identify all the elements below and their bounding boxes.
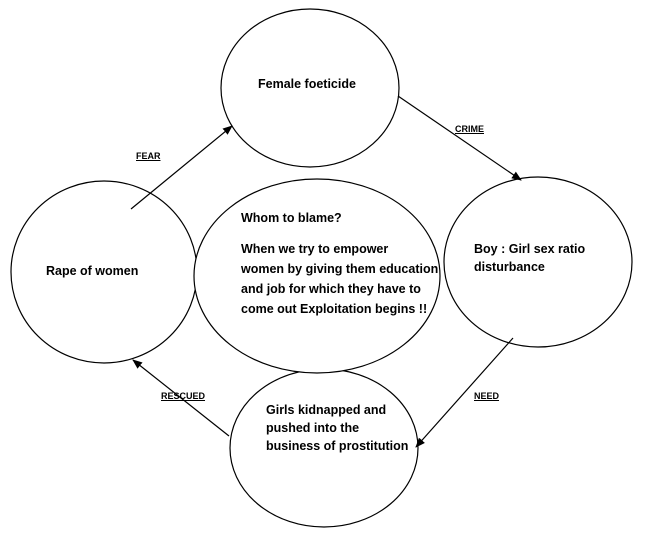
- center-line-1: When we try to empower: [241, 242, 389, 256]
- foeticide-label: Female foeticide: [258, 77, 356, 91]
- center-line-3: and job for which they have to: [241, 282, 421, 296]
- node-whom-to-blame: [193, 178, 441, 374]
- sex-ratio-line-1: Boy : Girl sex ratio: [474, 242, 586, 256]
- sex-ratio-label: Boy : Girl sex ratio disturbance: [474, 240, 585, 276]
- edge-label-rescued: RESCUED: [161, 391, 206, 401]
- rape-label: Rape of women: [46, 264, 139, 278]
- center-title: Whom to blame?: [241, 211, 342, 225]
- edge-label-need: NEED: [474, 391, 500, 401]
- edge-label-fear: FEAR: [136, 151, 161, 161]
- sex-ratio-line-2: disturbance: [474, 260, 545, 274]
- edge-label-crime: CRIME: [455, 124, 484, 134]
- edge-crime-arrow: [397, 95, 522, 181]
- kidnapped-label: Girls kidnapped and pushed into the busi…: [266, 401, 408, 455]
- kidnapped-line-3: business of prostitution: [266, 439, 409, 453]
- edge-need-arrow: [415, 337, 514, 448]
- edge-fear-arrow: [130, 125, 233, 210]
- center-line-4: come out Exploitation begins !!: [241, 302, 428, 316]
- center-line-2: women by giving them education: [241, 262, 439, 276]
- edge-rescued-arrow: [132, 359, 230, 437]
- center-body: When we try to empower women by giving t…: [241, 239, 438, 319]
- node-female-foeticide: [220, 8, 400, 168]
- kidnapped-line-1: Girls kidnapped and: [266, 403, 387, 417]
- node-sex-ratio: [443, 176, 633, 348]
- kidnapped-line-2: pushed into the: [266, 421, 360, 435]
